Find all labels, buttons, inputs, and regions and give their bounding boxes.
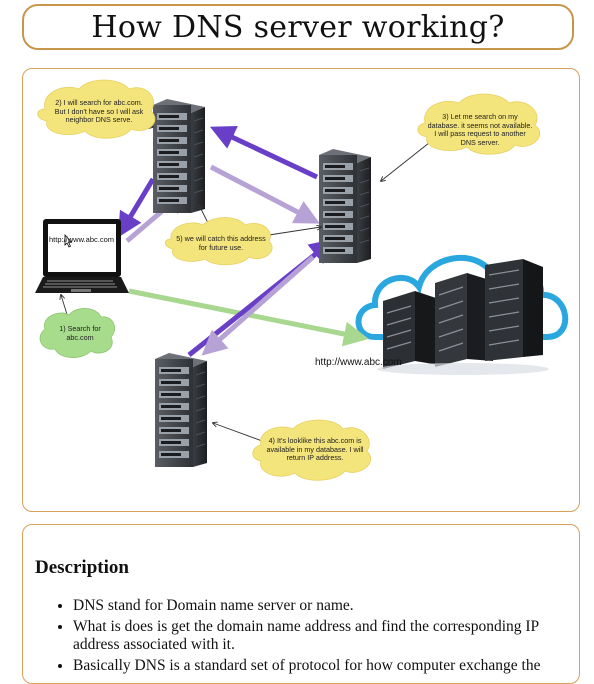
step-1-bubble [39, 308, 115, 358]
browser-url-text: http://www.abc.com [49, 235, 115, 244]
description-item: What is does is get the domain name addr… [73, 618, 583, 654]
cloud-datacenter-icon [355, 255, 569, 375]
dns-server-3-icon [154, 352, 208, 468]
query-arrow-to-server-3 [201, 255, 315, 356]
description-panel: Description DNS stand for Domain name se… [22, 524, 580, 684]
dns-server-1-icon [152, 98, 206, 214]
title-banner: How DNS server working? [22, 4, 574, 50]
step-5-bubble [164, 217, 273, 266]
website-url-label: http://www.abc.com [315, 357, 402, 368]
description-item: DNS stand for Domain name server or name… [73, 597, 583, 615]
dns-server-2-icon [318, 148, 372, 264]
step-2-text: 2) I will search for abc.com. But I don'… [54, 98, 144, 125]
laptop-icon [35, 219, 129, 293]
flow-arrows [117, 126, 369, 357]
diagram-canvas [35, 79, 569, 481]
step-2-bubble [37, 79, 156, 139]
query-arrow-to-server-2 [209, 164, 320, 224]
step-3-bubble [417, 93, 541, 155]
description-item: Basically DNS is a standard set of proto… [73, 657, 583, 675]
dns-diagram: http://www.abc.com 2) I will search for … [22, 68, 580, 512]
step-4-text: 4) It's looklike this abc.com is availab… [266, 436, 364, 463]
step-1-text: 1) Search for abc.com [59, 324, 101, 342]
page-title: How DNS server working? [91, 9, 505, 45]
description-heading: Description [35, 557, 129, 578]
step-5-text: 5) we will catch this address for future… [176, 234, 266, 252]
description-list: DNS stand for Domain name server or name… [53, 597, 583, 678]
step-4-bubble [252, 419, 371, 481]
step-3-text: 3) Let me search on my database. it seem… [427, 112, 533, 147]
reply-arrow-to-server-1 [209, 126, 319, 180]
reply-arrow-to-laptop [117, 177, 156, 238]
